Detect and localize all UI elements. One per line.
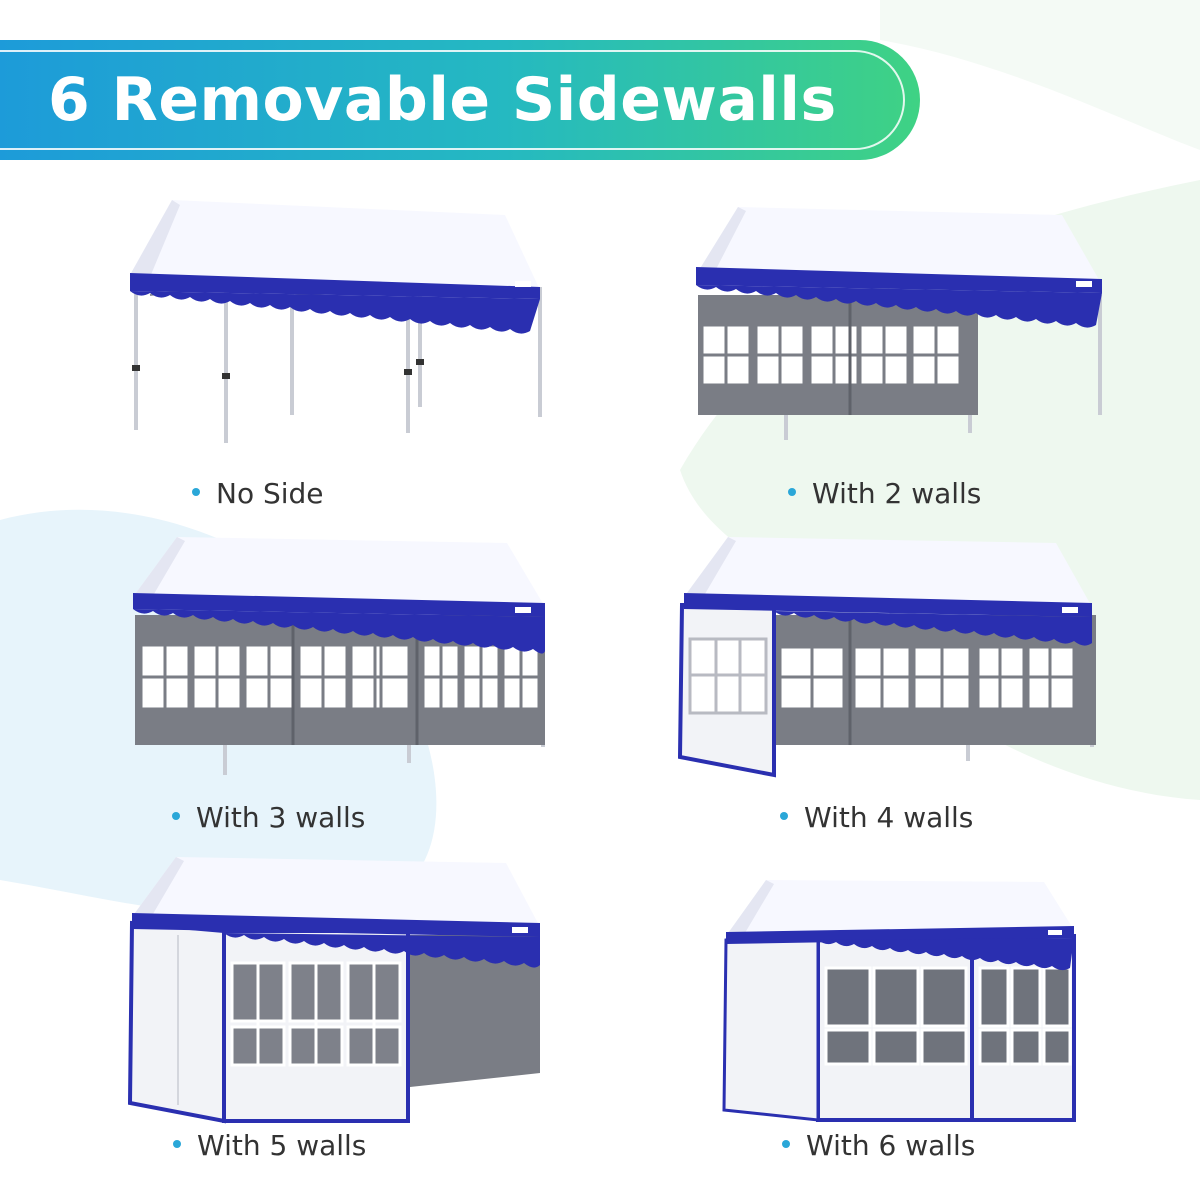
tent-six-walls	[722, 880, 1076, 1122]
title-banner	[0, 40, 920, 160]
variant-label: With 5 walls	[197, 1129, 367, 1162]
bullet-dot	[788, 488, 796, 496]
variant-label: With 2 walls	[812, 477, 982, 510]
variant-caption-five-walls: With 5 walls	[173, 1129, 366, 1163]
page-title: 6 Removable Sidewalls	[48, 65, 837, 135]
title-banner-outline	[0, 50, 905, 150]
bullet-dot	[192, 488, 200, 496]
tent-three-walls	[133, 537, 545, 775]
bullet-dot	[173, 1140, 181, 1148]
tent-four-walls	[678, 537, 1096, 778]
variant-caption-four-walls: With 4 walls	[780, 801, 973, 835]
bullet-dot	[782, 1140, 790, 1148]
tent-no-side	[130, 200, 542, 443]
variant-label: With 3 walls	[196, 801, 366, 834]
variant-label: With 4 walls	[804, 801, 974, 834]
tent-five-walls	[128, 857, 540, 1124]
variant-caption-six-walls: With 6 walls	[782, 1129, 975, 1163]
variant-label: No Side	[216, 477, 324, 510]
variant-caption-two-walls: With 2 walls	[788, 477, 981, 511]
variant-caption-three-walls: With 3 walls	[172, 801, 365, 835]
bullet-dot	[780, 812, 788, 820]
bullet-dot	[172, 812, 180, 820]
variant-label: With 6 walls	[806, 1129, 976, 1162]
tent-two-walls	[696, 207, 1102, 440]
variant-caption-no-side: No Side	[192, 477, 324, 511]
